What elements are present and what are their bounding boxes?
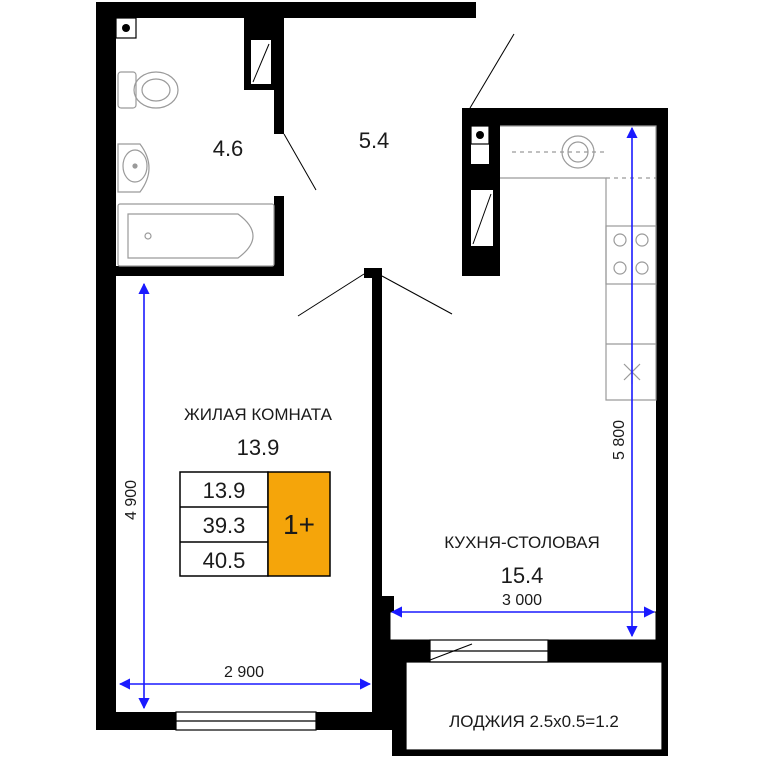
door-swings: [283, 33, 515, 661]
wall-loggia-left: [392, 662, 406, 754]
kitchen-sill: [389, 611, 657, 641]
summary-total-no-loggia: 39.3: [203, 513, 246, 538]
wall-top: [96, 2, 476, 18]
kitchen-sink-icon: [561, 135, 595, 169]
living-room-name: ЖИЛАЯ КОМНАТА: [184, 405, 333, 424]
kitchen-name: КУХНЯ-СТОЛОВАЯ: [444, 533, 600, 552]
bathtub-icon: [117, 203, 275, 267]
wall-loggia-right: [662, 662, 668, 756]
kitchen-riser: [470, 125, 490, 145]
wall-partition-low: [372, 596, 394, 730]
walls: [96, 2, 668, 756]
wall-bottom-left: [96, 712, 176, 730]
wall-bath-lower: [274, 196, 284, 272]
toilet-icon: [117, 71, 179, 109]
living-room-area: 13.9: [237, 435, 280, 460]
rooms-badge: 1+: [283, 509, 315, 540]
bathroom-area: 4.6: [213, 136, 244, 161]
door-entrance: [469, 33, 515, 109]
fixtures: [115, 17, 657, 401]
summary-living-area: 13.9: [203, 478, 246, 503]
dimension-lines: [118, 126, 656, 710]
stove-icon: [605, 225, 657, 285]
dim-kitchen-width-label: 3 000: [502, 592, 542, 609]
wall-partition: [372, 268, 382, 712]
shaft-marks: [252, 43, 492, 245]
summary-total-area: 40.5: [203, 548, 246, 573]
wall-kitchen-bottom-left: [390, 640, 430, 662]
dim-living-length-label: 4 900: [123, 480, 140, 520]
windows: [175, 639, 663, 751]
wall-kitchen-top: [462, 108, 668, 126]
wall-bath-upper: [274, 18, 284, 134]
wall-kitchen-bottom-right: [548, 640, 668, 662]
bath-riser: [115, 17, 137, 39]
sink-icon: [117, 143, 150, 193]
door-bath: [283, 133, 317, 191]
loggia-label: ЛОДЖИЯ 2.5x0.5=1.2: [449, 712, 619, 731]
dim-kitchen-length-label: 5 800: [611, 420, 628, 460]
rooms-badge-box: [267, 471, 331, 577]
dim-living-width-label: 2 900: [224, 664, 264, 681]
hallway-area: 5.4: [359, 128, 390, 153]
wall-loggia-bottom: [392, 750, 668, 756]
kitchen-area: 15.4: [501, 563, 544, 588]
area-summary: 13.9 39.3 40.5 1+: [179, 471, 331, 577]
door-living: [297, 273, 365, 317]
door-loggia: [429, 643, 473, 661]
wall-bath-bottom: [116, 266, 284, 276]
wall-left: [96, 2, 116, 730]
door-kitchen: [381, 275, 453, 315]
wall-kitchen-right: [656, 108, 668, 660]
loggia-frame: [405, 661, 663, 751]
